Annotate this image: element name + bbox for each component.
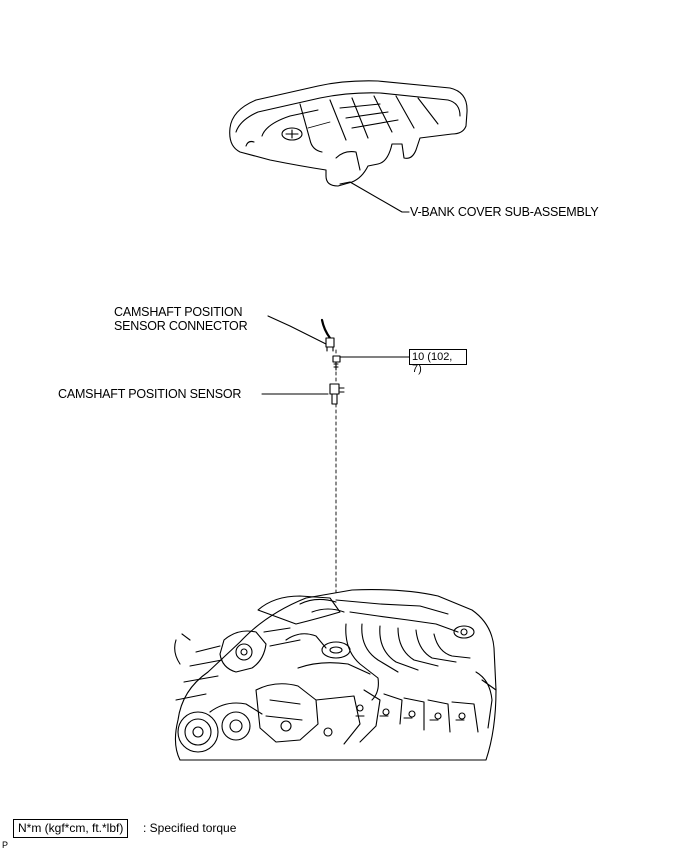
camshaft-sensor-stack (261, 315, 410, 641)
sensor-connector-label-line1: CAMSHAFT POSITION (114, 305, 243, 319)
torque-legend-unit-box: N*m (kgf*cm, ft.*lbf) (13, 819, 129, 838)
v-bank-cover-label: V-BANK COVER SUB-ASSEMBLY (410, 205, 599, 219)
corner-mark: P (2, 840, 9, 850)
engine-drawing (174, 589, 497, 761)
camshaft-sensor-label: CAMSHAFT POSITION SENSOR (58, 387, 242, 401)
v-bank-cover-drawing (229, 80, 468, 213)
torque-legend-description: : Specified torque (143, 821, 237, 835)
sensor-connector-label-line2: SENSOR CONNECTOR (114, 319, 248, 333)
torque-spec-box: 10 (102, 7) (409, 349, 467, 375)
